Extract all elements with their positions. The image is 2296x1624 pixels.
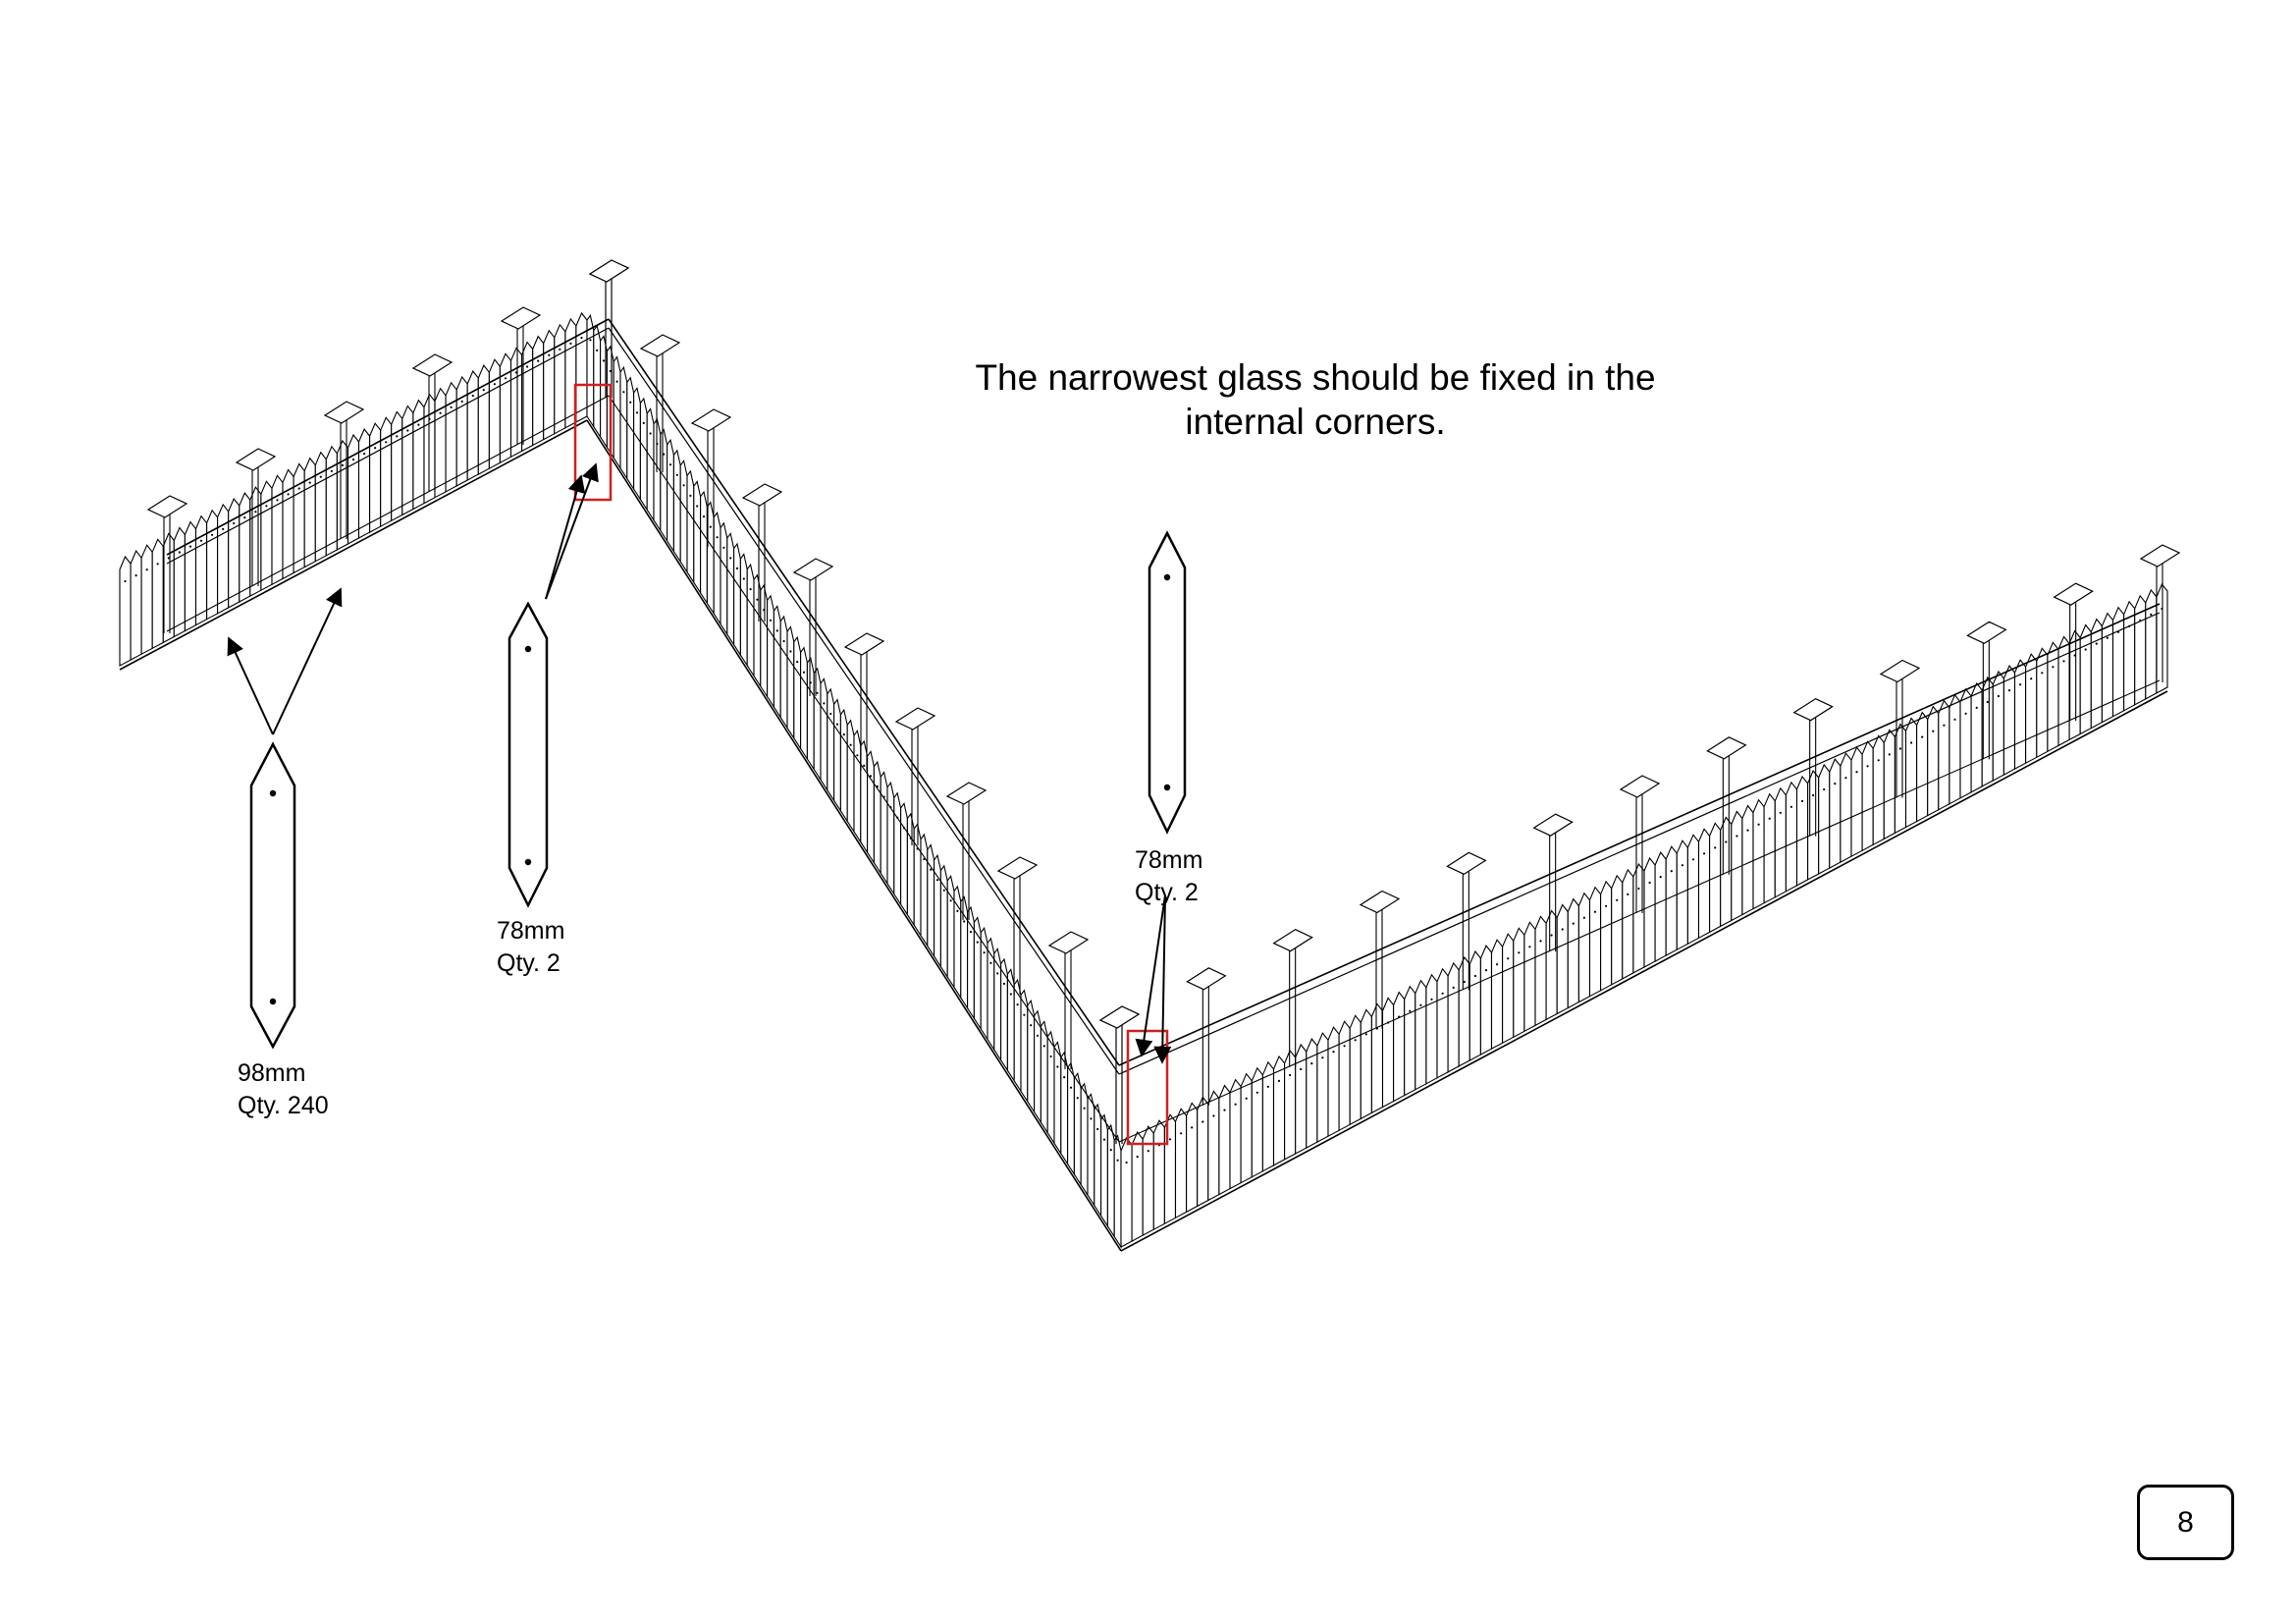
part-quantity: Qty. 2 [1135,879,1199,906]
part-quantity: Qty. 240 [238,1092,329,1119]
part-quantity: Qty. 2 [497,949,561,977]
part-size: 78mm [1135,846,1203,874]
callout-arrows-78mm-left [545,462,599,600]
page-number-text: 8 [2177,1505,2194,1539]
instruction-text: The narrowest glass should be fixed in t… [975,357,1656,442]
callout-arrows-98mm [227,587,343,735]
callout-arrows-78mm-right [1135,894,1172,1064]
corner-highlight-box-1 [573,383,613,502]
glass-panel-98mm-illustration [249,741,296,1050]
page-number: 8 [2137,1485,2234,1560]
part-size: 78mm [497,917,565,945]
part-label-78mm-left: 78mm Qty. 2 [497,915,564,980]
part-label-78mm-right: 78mm Qty. 2 [1135,844,1202,909]
corner-highlight-box-2 [1126,1029,1169,1146]
glass-panel-78mm-illustration-2 [1148,530,1187,835]
part-size: 98mm [238,1059,306,1087]
part-label-98mm: 98mm Qty. 240 [238,1057,329,1122]
glass-panel-78mm-illustration-1 [507,601,549,908]
balustrade-assembly [119,259,2181,1252]
